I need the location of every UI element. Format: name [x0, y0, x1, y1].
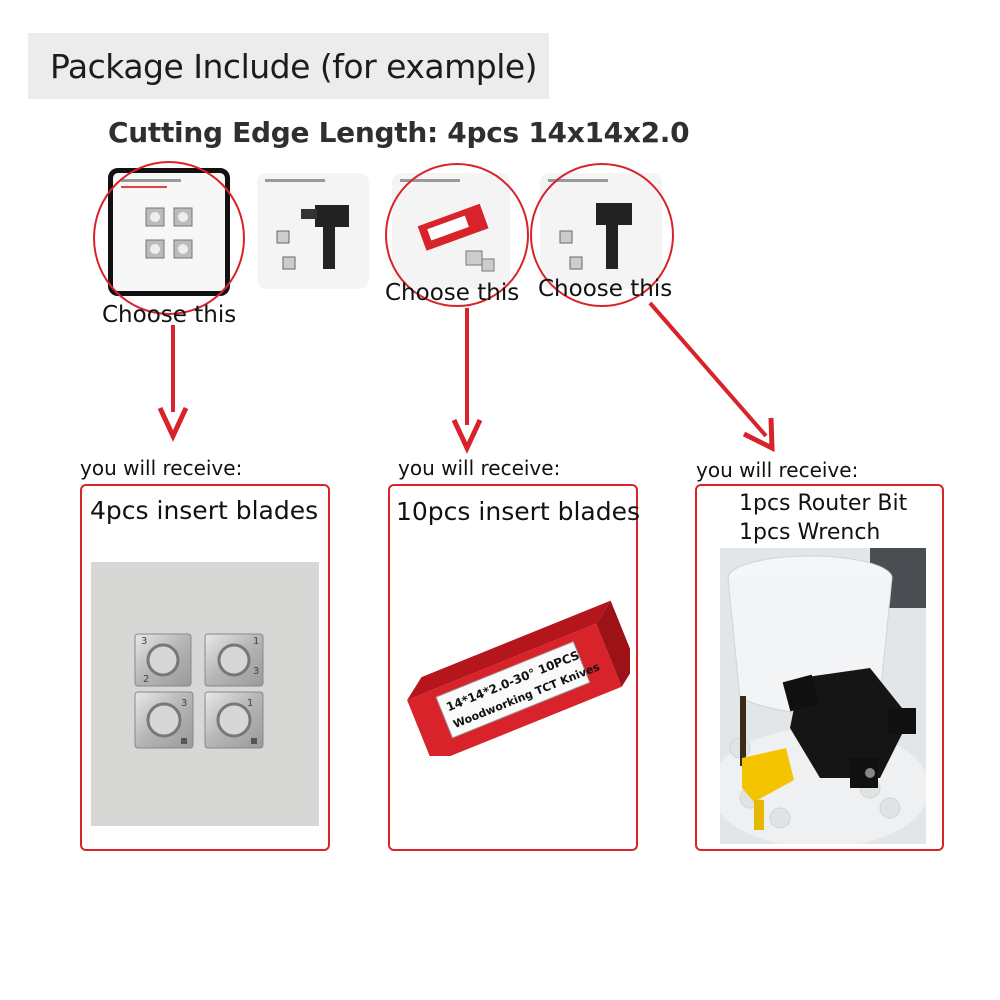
highlight-circle-2	[385, 163, 529, 307]
package-line-wrench: 1pcs Wrench	[739, 520, 881, 545]
arrow-3	[648, 301, 775, 453]
insert-4	[204, 691, 264, 749]
header-title: Package Include (for example)	[50, 47, 538, 86]
package-box-4pcs: 4pcs insert blades	[80, 484, 330, 851]
subtitle: Cutting Edge Length: 4pcs 14x14x2.0	[108, 116, 690, 149]
arrow-1	[157, 325, 189, 442]
receive-label-1: you will receive:	[80, 456, 243, 480]
choose-label-1: Choose this	[102, 302, 237, 328]
highlight-circle-3	[530, 163, 674, 307]
insert-2	[204, 633, 264, 687]
router-thumb-icon	[276, 205, 349, 270]
insert-number: 3	[141, 636, 147, 647]
inserts-photo: 3 2 1 3 3 1	[91, 562, 319, 826]
header-banner: Package Include (for example)	[28, 33, 549, 99]
blade-box-photo: 14*14*2.0-30° 10PCS Woodworking TCT Kniv…	[396, 566, 630, 756]
receive-label-2: you will receive:	[398, 456, 561, 480]
insert-1	[134, 633, 192, 687]
choose-label-3: Choose this	[538, 276, 673, 302]
blade-box-icon: 14*14*2.0-30° 10PCS Woodworking TCT Kniv…	[407, 600, 630, 756]
insert-number: 1	[253, 636, 259, 647]
router-photo	[720, 548, 926, 844]
package-title-4pcs: 4pcs insert blades	[90, 496, 319, 525]
arrow-2	[451, 308, 483, 454]
package-title-10pcs: 10pcs insert blades	[396, 497, 641, 526]
package-box-10pcs: 10pcs insert blades 14*14*2.0-30° 10PCS …	[388, 484, 641, 851]
option-thumb-router[interactable]	[257, 173, 369, 289]
insert-number: 3	[253, 666, 259, 677]
insert-number: 2	[143, 674, 149, 685]
insert-number: 3	[181, 698, 187, 709]
insert-3	[134, 691, 194, 749]
insert-number: 1	[247, 698, 253, 709]
router-bit-icon	[720, 548, 926, 844]
choose-label-2: Choose this	[385, 280, 520, 306]
arrows	[157, 301, 775, 454]
highlight-circle-1	[93, 161, 245, 315]
receive-label-3: you will receive:	[696, 458, 859, 482]
package-box-router: 1pcs Router Bit 1pcs Wrench	[695, 484, 944, 851]
thumb-caption	[265, 179, 325, 182]
package-line-router-bit: 1pcs Router Bit	[739, 491, 908, 516]
insert-blades-icon: 3 2 1 3 3 1	[134, 633, 264, 749]
